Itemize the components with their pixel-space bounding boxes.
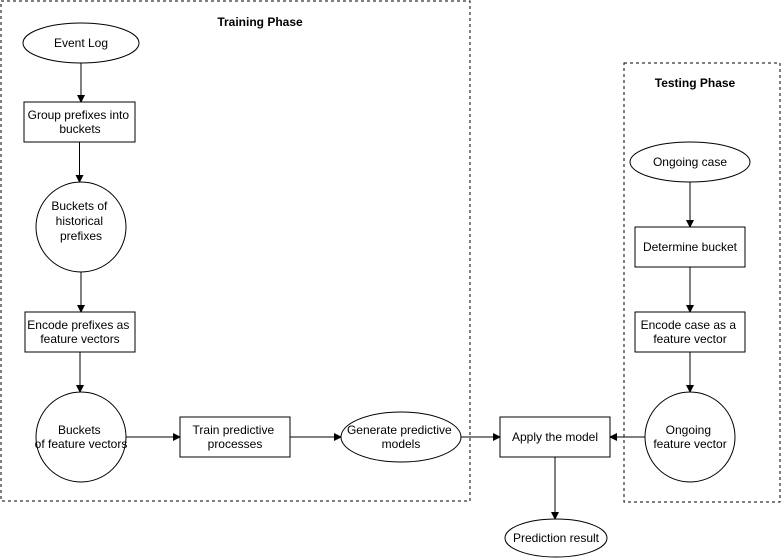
generate-models-label: Generate predictive models bbox=[347, 423, 455, 451]
group-prefixes-node: Group prefixes into buckets bbox=[23, 101, 136, 143]
determine-bucket-node: Determine bucket bbox=[634, 226, 746, 268]
prediction-result-label: Prediction result bbox=[513, 531, 600, 545]
generate-models-node: Generate predictive models bbox=[340, 411, 462, 463]
prediction-result-node: Prediction result bbox=[504, 518, 608, 558]
apply-model-label: Apply the model bbox=[512, 430, 598, 444]
encode-case-label: Encode case as a feature vector bbox=[641, 318, 740, 346]
buckets-feature-label: Buckets of feature vectors bbox=[35, 423, 128, 451]
event-log-label: Event Log bbox=[54, 36, 108, 50]
encode-prefixes-label: Encode prefixes as feature vectors bbox=[27, 318, 132, 346]
buckets-feature-node: Buckets of feature vectors bbox=[35, 391, 128, 483]
apply-model-node: Apply the model bbox=[499, 416, 611, 458]
ongoing-case-label: Ongoing case bbox=[653, 155, 727, 169]
encode-prefixes-node: Encode prefixes as feature vectors bbox=[24, 311, 136, 353]
train-predictive-node: Train predictive processes bbox=[179, 416, 291, 458]
ongoing-feature-node: Ongoing feature vector bbox=[644, 391, 736, 483]
group-prefixes-label: Group prefixes into buckets bbox=[28, 108, 133, 136]
ongoing-feature-label: Ongoing feature vector bbox=[653, 423, 726, 451]
testing-phase-box bbox=[623, 62, 781, 503]
buckets-historical-node: Buckets of historical prefixes bbox=[35, 181, 127, 273]
testing-phase-title: Testing Phase bbox=[655, 76, 736, 90]
training-phase-box bbox=[0, 0, 471, 502]
encode-case-node: Encode case as a feature vector bbox=[634, 311, 746, 353]
buckets-historical-label: Buckets of historical prefixes bbox=[51, 199, 110, 243]
training-phase-title: Training Phase bbox=[217, 15, 303, 29]
determine-bucket-label: Determine bucket bbox=[643, 240, 738, 254]
event-log-node: Event Log bbox=[22, 22, 140, 64]
train-predictive-label: Train predictive processes bbox=[193, 423, 278, 451]
ongoing-case-node: Ongoing case bbox=[629, 141, 751, 183]
edges bbox=[75, 63, 694, 520]
